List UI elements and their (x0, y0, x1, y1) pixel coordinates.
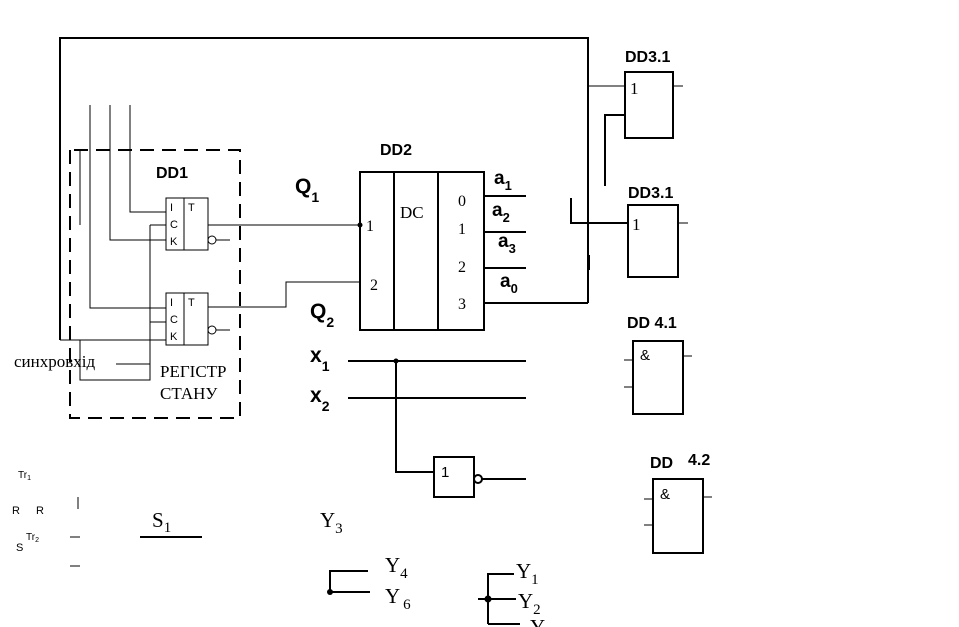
and2-symbol: & (660, 486, 670, 503)
or-gate-top: 1 (604, 71, 683, 186)
ff2-t-label: T (188, 297, 195, 309)
ff1-c-label: C (170, 219, 178, 231)
decoder-output-1: 1 (458, 221, 466, 238)
ff2-i-label: I (170, 297, 173, 309)
or-top-symbol: 1 (630, 79, 639, 98)
dd4-1-label: DD 4.1 (627, 315, 677, 332)
x-input-wires: 1 (348, 358, 526, 498)
feedback-wires (59, 37, 625, 340)
ff2-k-label: K (170, 331, 178, 343)
flipflop-input-wires (60, 105, 166, 381)
tr2-label: Tr2 (26, 532, 39, 544)
ff1-i-label: I (170, 202, 173, 214)
y2-label: Y2 (518, 589, 541, 618)
s1-label: S1 (152, 508, 171, 536)
r2-label: R (36, 505, 44, 517)
q1-label: Q1 (295, 175, 319, 205)
and-gate-2: & (644, 478, 712, 554)
flipflop-2: I C K T (165, 281, 360, 346)
decoder-title: DC (400, 203, 424, 222)
r1-label: R (12, 505, 20, 517)
ff2-c-label: C (170, 314, 178, 326)
s-label: S (16, 542, 23, 554)
y-cut-label: Y (530, 615, 545, 627)
register-label-line1: РЕГІСТР (160, 362, 227, 381)
dd1-label: DD1 (156, 165, 188, 182)
dd2-label: DD2 (380, 142, 412, 159)
output-a0-label: a0 (500, 271, 518, 296)
ff1-k-label: K (170, 236, 178, 248)
flipflop-1: I C K T (165, 197, 360, 251)
decoder-input-1: 1 (366, 218, 374, 235)
dd4-2-dd-label: DD (650, 455, 673, 472)
decoder-output-0: 0 (458, 193, 466, 210)
x2-label: x2 (310, 384, 330, 414)
dd4-2-number-label: 4.2 (688, 452, 710, 469)
y4-label: Y4 (385, 553, 408, 582)
dd3-1-bottom-label: DD3.1 (628, 185, 673, 202)
decoder-output-2: 2 (458, 259, 466, 276)
and1-symbol: & (640, 347, 650, 364)
decoder-output-3: 3 (458, 296, 466, 313)
decoder-input-2: 2 (370, 277, 378, 294)
decoder-dd2: 1 2 DC 0 1 2 3 a1 a2 a3 a0 (357, 168, 526, 331)
inverter-symbol: 1 (441, 464, 449, 481)
y3-label: Y3 (320, 508, 343, 537)
or-bottom-symbol: 1 (632, 215, 641, 234)
or-gate-bottom: 1 (570, 198, 688, 278)
ff1-t-label: T (188, 202, 195, 214)
sync-input-label: синхровхід (14, 352, 95, 371)
tr1-label: Tr1 (18, 470, 31, 482)
output-a2-label: a2 (492, 200, 510, 225)
output-a1-label: a1 (494, 168, 512, 193)
y1-label: Y1 (516, 559, 539, 588)
dd3-1-top-label: DD3.1 (625, 49, 670, 66)
register-outline (69, 149, 241, 419)
output-a3-label: a3 (498, 231, 516, 256)
and-gate-1: & (624, 340, 692, 415)
bottom-fragments (70, 497, 520, 625)
register-label-line2: СТАНУ (160, 384, 218, 403)
q2-label: Q2 (310, 300, 334, 330)
x1-label: x1 (310, 344, 330, 374)
